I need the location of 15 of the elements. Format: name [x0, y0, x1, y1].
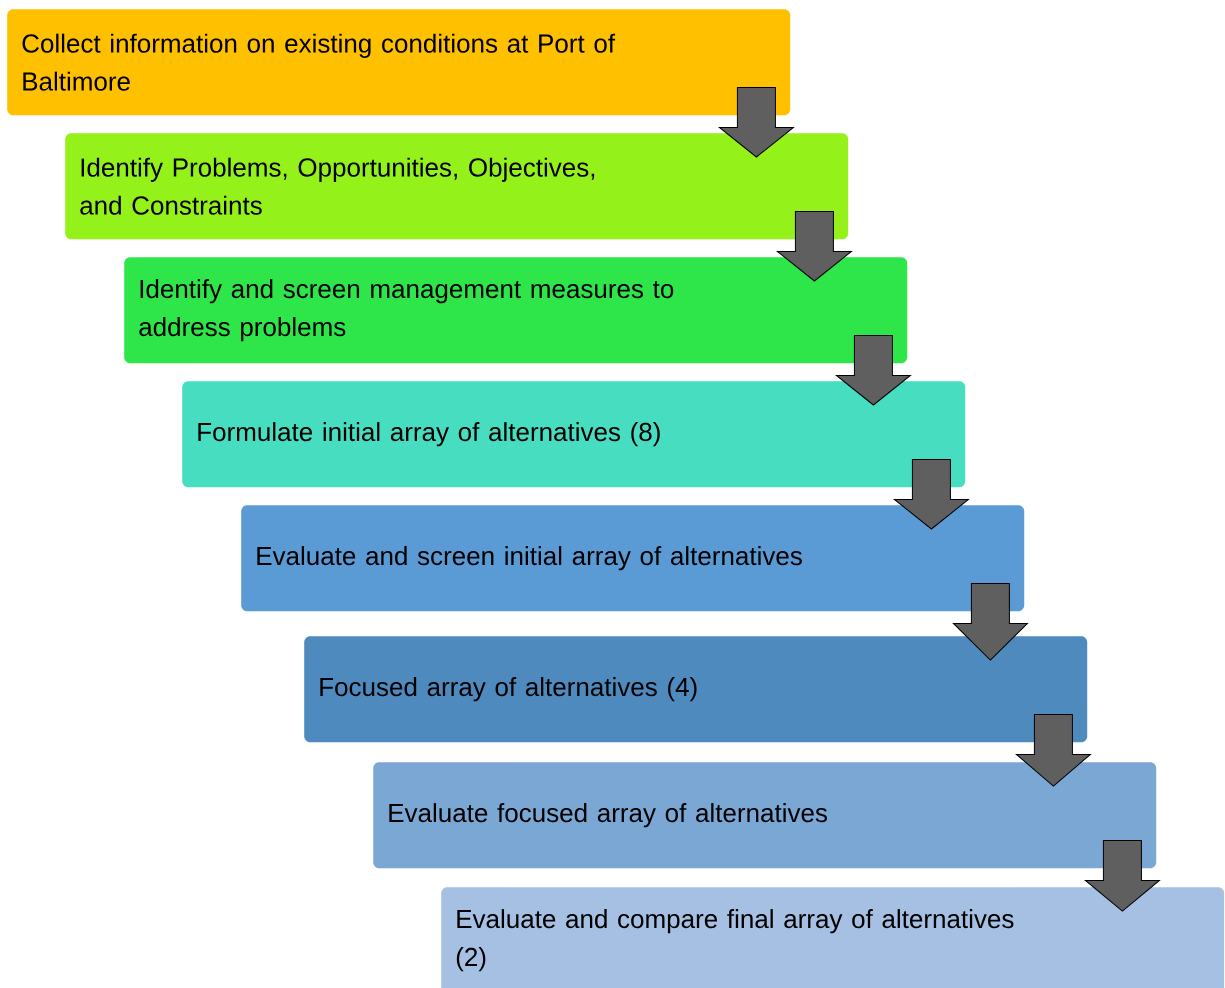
down-arrow — [952, 582, 1028, 661]
step-box: Evaluate focused array of alternatives — [373, 762, 1157, 869]
step-box: Collect information on existing conditions at Port of Baltimore — [7, 9, 791, 116]
down-arrow — [1015, 713, 1091, 787]
down-arrow — [1084, 839, 1160, 912]
step-box: Evaluate and compare final array of alternatives (2) — [441, 887, 1225, 988]
down-arrow — [835, 334, 911, 406]
step-box: Focused array of alternatives (4) — [304, 636, 1088, 743]
down-arrow — [893, 458, 969, 530]
step-box: Identify Problems, Opportunities, Objectives, and Constraints — [65, 133, 849, 240]
down-arrow — [776, 210, 852, 282]
step-box: Formulate initial array of alternatives (8) — [182, 381, 966, 488]
step-box: Identify and screen management measures to address problems — [124, 257, 908, 364]
step-box: Evaluate and screen initial array of alternatives — [241, 505, 1025, 612]
down-arrow — [718, 86, 794, 158]
